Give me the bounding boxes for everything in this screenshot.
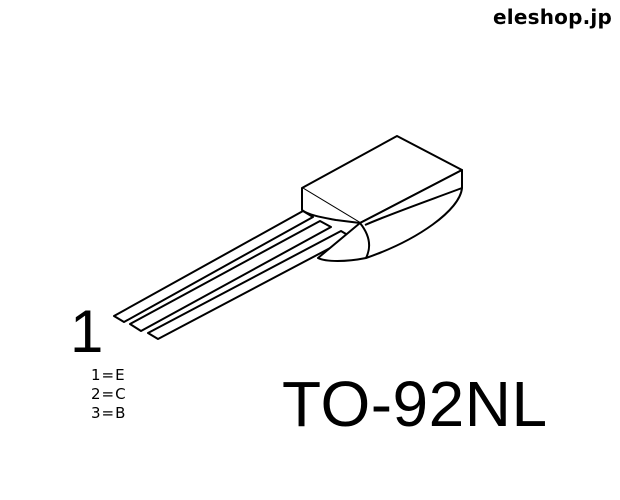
pinout-item: 2=C [91, 385, 127, 403]
lead-1 [113, 210, 314, 323]
body-curve-1 [359, 222, 371, 259]
body-curve-2 [364, 187, 463, 226]
pinout-item: 3=B [91, 404, 127, 422]
pin-one-marker: 1 [70, 298, 104, 365]
package-name: TO-92NL [282, 368, 548, 440]
pinout-list: 1=E 2=C 3=B [91, 366, 127, 423]
lead-2 [129, 220, 332, 332]
pinout-item: 1=E [91, 366, 126, 384]
body-front-edge [301, 188, 361, 224]
site-brand: eleshop.jp [493, 5, 612, 29]
